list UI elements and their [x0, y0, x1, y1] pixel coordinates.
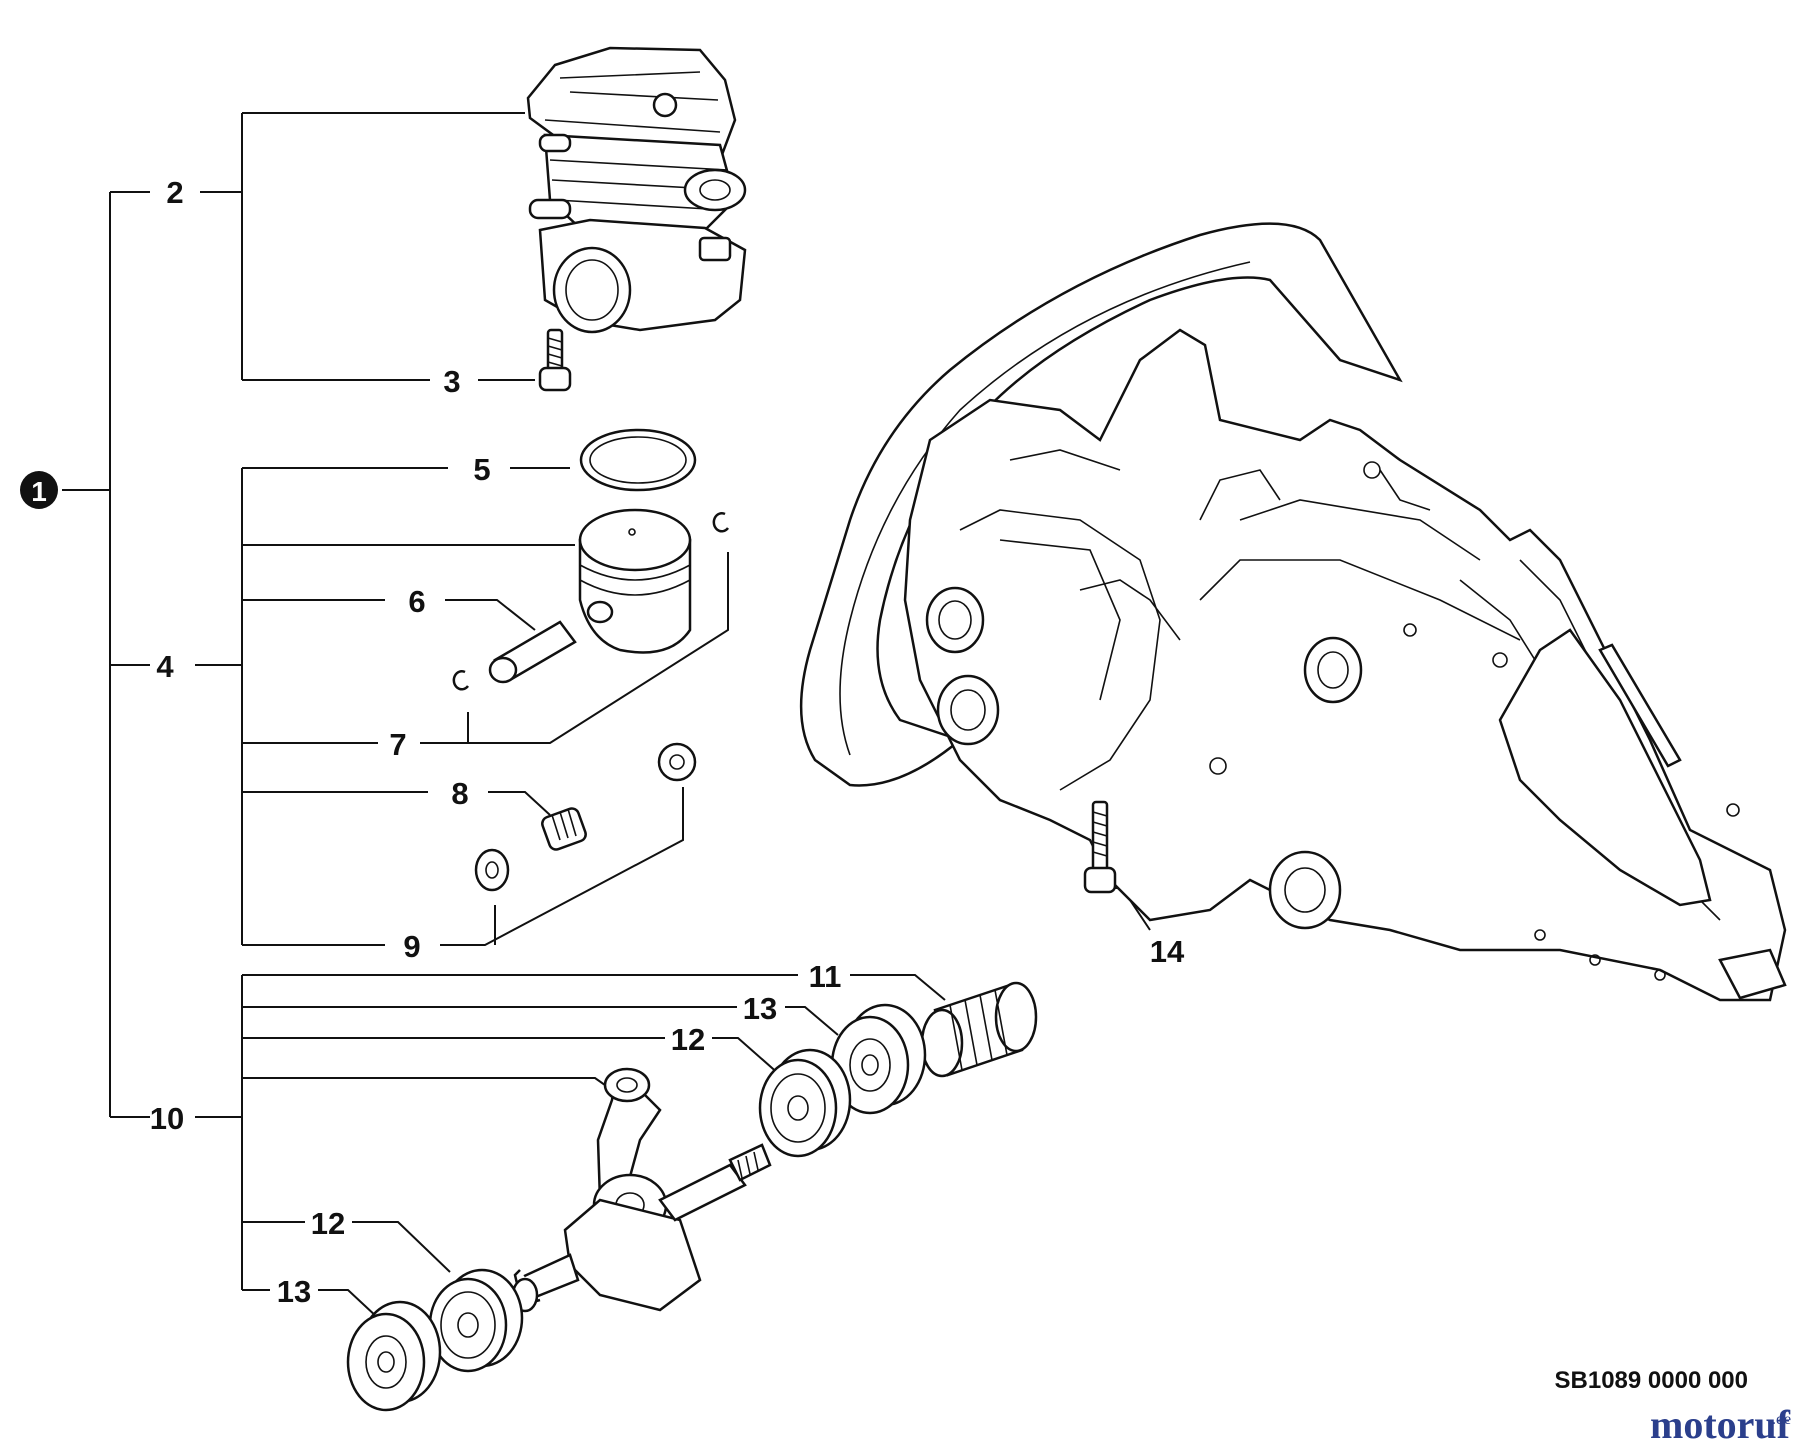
piston-part — [578, 508, 692, 654]
callout-label-13-upper: 13 — [743, 991, 777, 1026]
callout-tree-lines — [62, 112, 1151, 1319]
callout-label-5: 5 — [473, 452, 490, 487]
callout-label-4: 4 — [156, 649, 174, 684]
circlip-part — [452, 512, 730, 691]
diagram-code: SB1089 0000 000 — [1555, 1367, 1749, 1394]
crankshaft-part — [511, 1067, 772, 1313]
bearing-part — [830, 1003, 927, 1115]
ball-bearing-part — [428, 1268, 524, 1373]
callout-label-13-lower: 13 — [277, 1274, 311, 1309]
bearing-part — [346, 1300, 442, 1412]
piston-pin-part — [488, 620, 577, 684]
callout-label-10: 10 — [150, 1101, 184, 1136]
cylinder-part — [526, 46, 747, 334]
watermark-logo: motoruf .de — [1650, 1402, 1791, 1444]
cylinder-screw-part — [538, 328, 572, 392]
callout-label-6: 6 — [408, 584, 425, 619]
thrust-washer-part — [474, 742, 697, 892]
callout-label-12-lower: 12 — [311, 1206, 345, 1241]
needle-bearing-part — [541, 807, 587, 851]
callout-label-1: 1 — [20, 471, 58, 509]
callout-label-12-upper: 12 — [671, 1022, 705, 1057]
svg-text:1: 1 — [31, 476, 47, 507]
callout-label-9: 9 — [403, 929, 420, 964]
svg-text:.de: .de — [1772, 1411, 1791, 1428]
housing-screw-part — [1083, 800, 1117, 894]
svg-text:motoruf: motoruf — [1650, 1402, 1791, 1444]
callout-label-7: 7 — [389, 727, 406, 762]
callout-label-2: 2 — [166, 175, 183, 210]
crankcase-housing-part — [799, 222, 1787, 1002]
callout-label-8: 8 — [451, 776, 468, 811]
callout-label-11: 11 — [809, 959, 842, 994]
ball-bearing-part — [758, 1048, 852, 1158]
piston-ring-part — [579, 428, 697, 492]
callout-label-14: 14 — [1150, 934, 1185, 969]
oil-seal-part — [920, 981, 1038, 1078]
callout-label-3: 3 — [443, 364, 460, 399]
